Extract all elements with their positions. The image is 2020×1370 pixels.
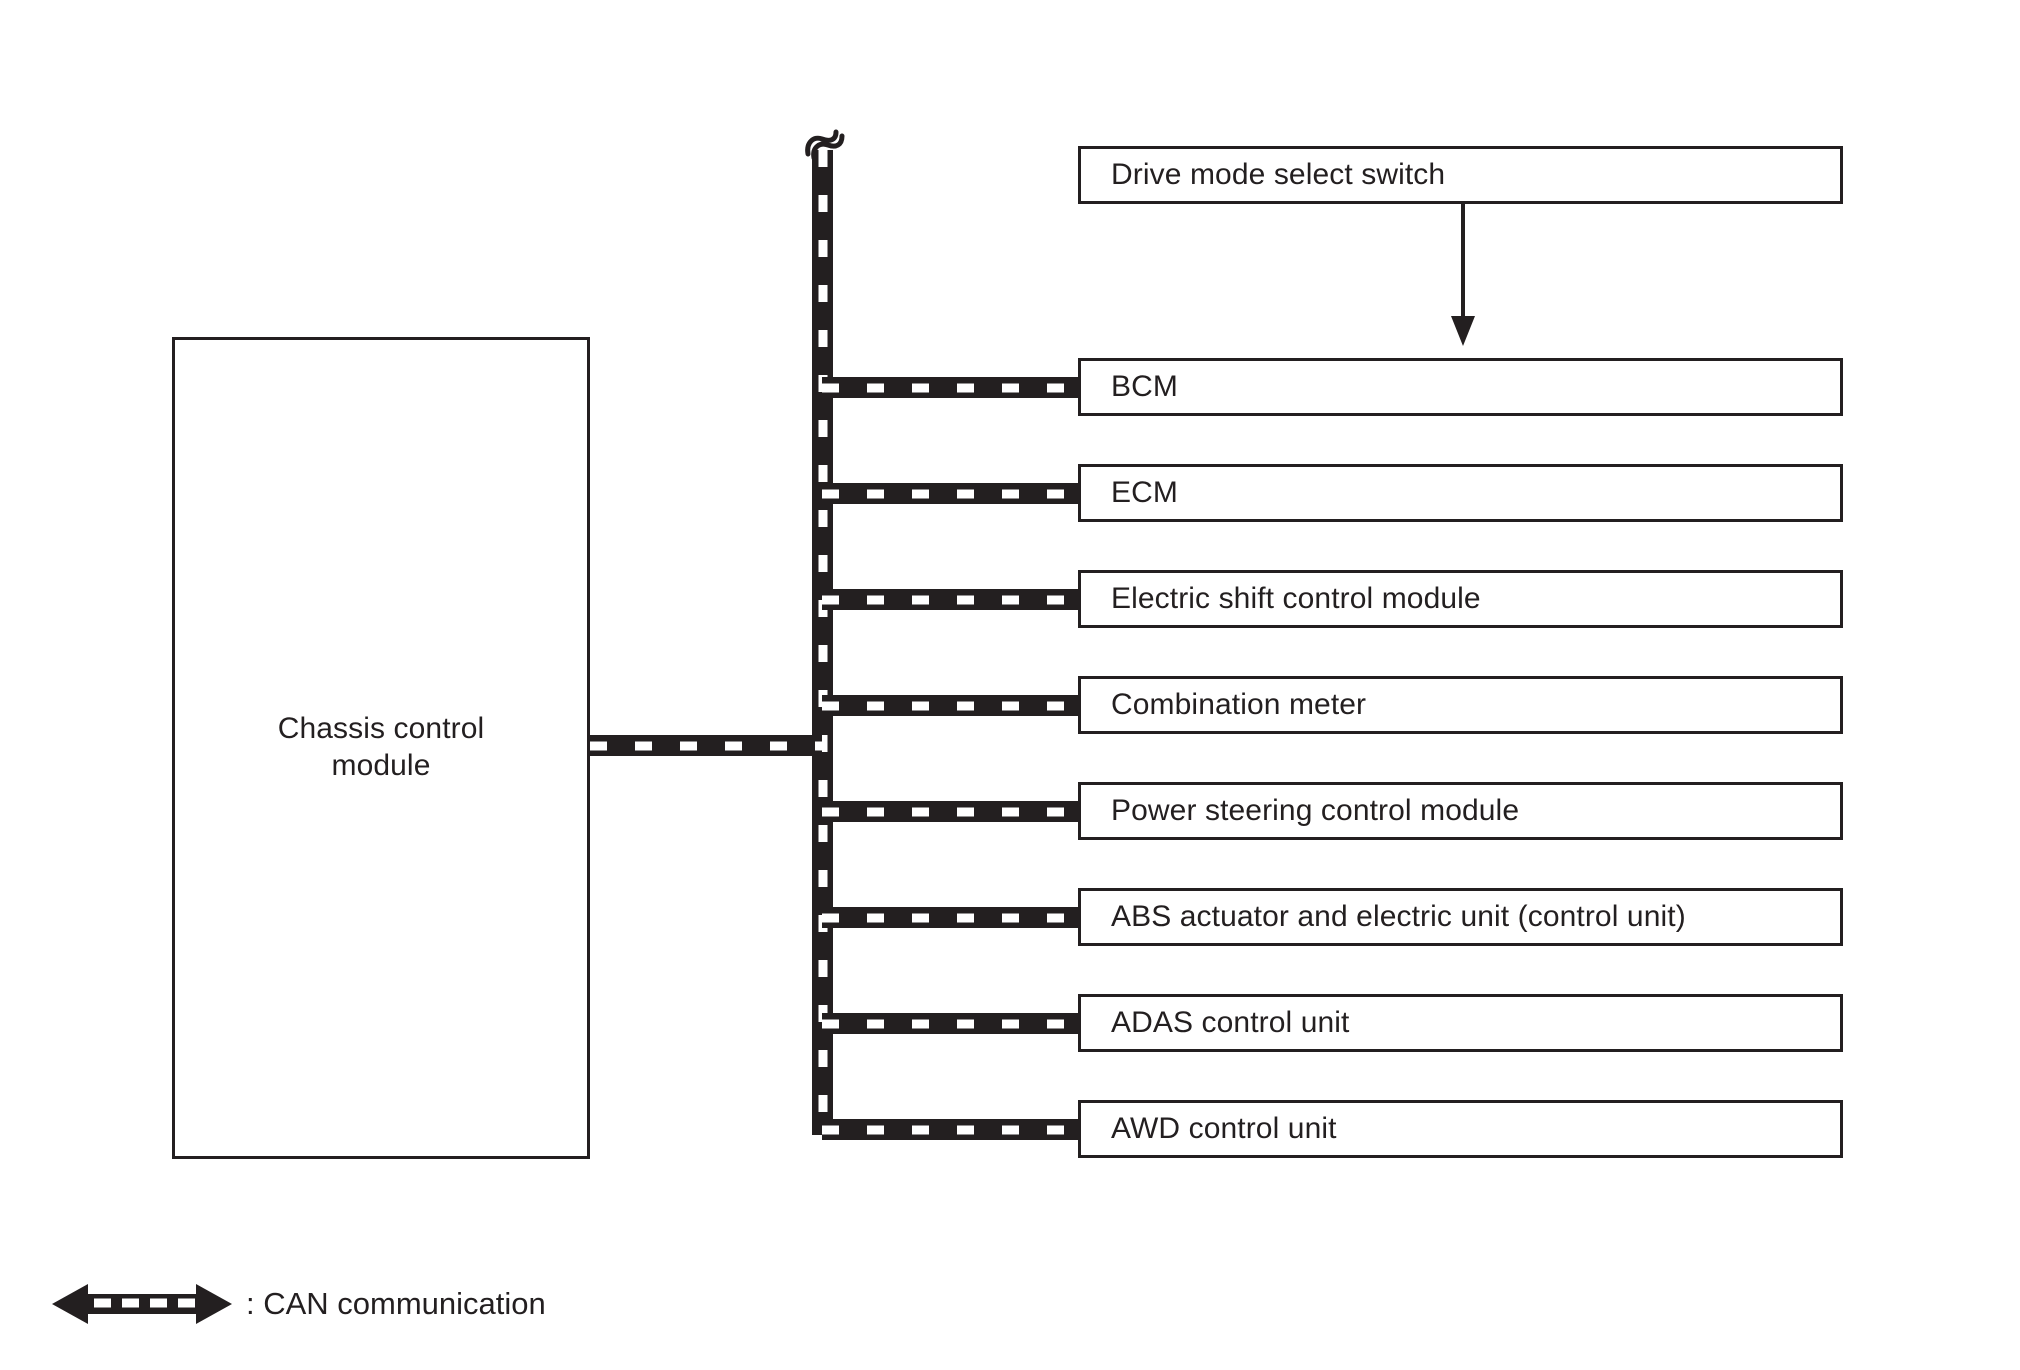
can-link-chassis-to-bus <box>590 735 822 756</box>
can-dash-pattern <box>590 741 822 750</box>
can-bus-vertical-trunk <box>812 150 833 1135</box>
node-box-ecm: ECM <box>1078 464 1843 522</box>
can-link-bus-to-node-1 <box>822 377 1080 398</box>
can-link-bus-to-node-7 <box>822 1013 1080 1034</box>
node-label-abs-actuator-and-electric-unit: ABS actuator and electric unit (control … <box>1111 899 1686 933</box>
node-label-combination-meter: Combination meter <box>1111 687 1367 721</box>
legend-label: : CAN communication <box>246 1286 546 1321</box>
can-link-bus-to-node-2 <box>822 483 1080 504</box>
node-box-adas-control-unit: ADAS control unit <box>1078 994 1843 1052</box>
can-link-bus-to-node-5 <box>822 801 1080 822</box>
can-dash-pattern <box>822 701 1080 710</box>
legend: : CAN communication <box>52 1282 546 1326</box>
node-box-electric-shift-control-module: Electric shift control module <box>1078 570 1843 628</box>
can-dash-pattern <box>822 913 1080 922</box>
node-label-adas-control-unit: ADAS control unit <box>1111 1005 1350 1039</box>
can-link-bus-to-node-3 <box>822 589 1080 610</box>
node-label-awd-control-unit: AWD control unit <box>1111 1111 1337 1145</box>
can-dash-pattern <box>818 150 827 1135</box>
can-link-bus-to-node-6 <box>822 907 1080 928</box>
can-link-bus-to-node-8 <box>822 1119 1080 1140</box>
can-dash-pattern <box>822 489 1080 498</box>
node-box-combination-meter: Combination meter <box>1078 676 1843 734</box>
can-link-bus-to-node-4 <box>822 695 1080 716</box>
node-box-awd-control-unit: AWD control unit <box>1078 1100 1843 1158</box>
drive-mode-select-switch-label: Drive mode select switch <box>1111 157 1446 191</box>
node-label-bcm: BCM <box>1111 369 1178 403</box>
chassis-control-module-box: Chassis control module <box>172 337 590 1159</box>
can-dash-pattern <box>822 807 1080 816</box>
can-dash-pattern <box>822 1125 1080 1134</box>
node-label-ecm: ECM <box>1111 475 1178 509</box>
bus-break-squiggle-icon <box>796 120 856 162</box>
can-dash-pattern <box>822 595 1080 604</box>
node-label-electric-shift-control-module: Electric shift control module <box>1111 581 1481 615</box>
can-communication-arrow-icon <box>52 1282 232 1326</box>
can-dash-pattern <box>822 1019 1080 1028</box>
switch-to-bcm-arrow <box>1448 204 1478 350</box>
drive-mode-select-switch-box: Drive mode select switch <box>1078 146 1843 204</box>
node-label-power-steering-control-module: Power steering control module <box>1111 793 1520 827</box>
node-box-power-steering-control-module: Power steering control module <box>1078 782 1843 840</box>
chassis-control-module-label-line2: module <box>331 749 431 782</box>
can-dash-pattern <box>822 383 1080 392</box>
node-box-bcm: BCM <box>1078 358 1843 416</box>
node-box-abs-actuator-and-electric-unit: ABS actuator and electric unit (control … <box>1078 888 1843 946</box>
chassis-control-module-label-line1: Chassis control <box>277 712 485 746</box>
